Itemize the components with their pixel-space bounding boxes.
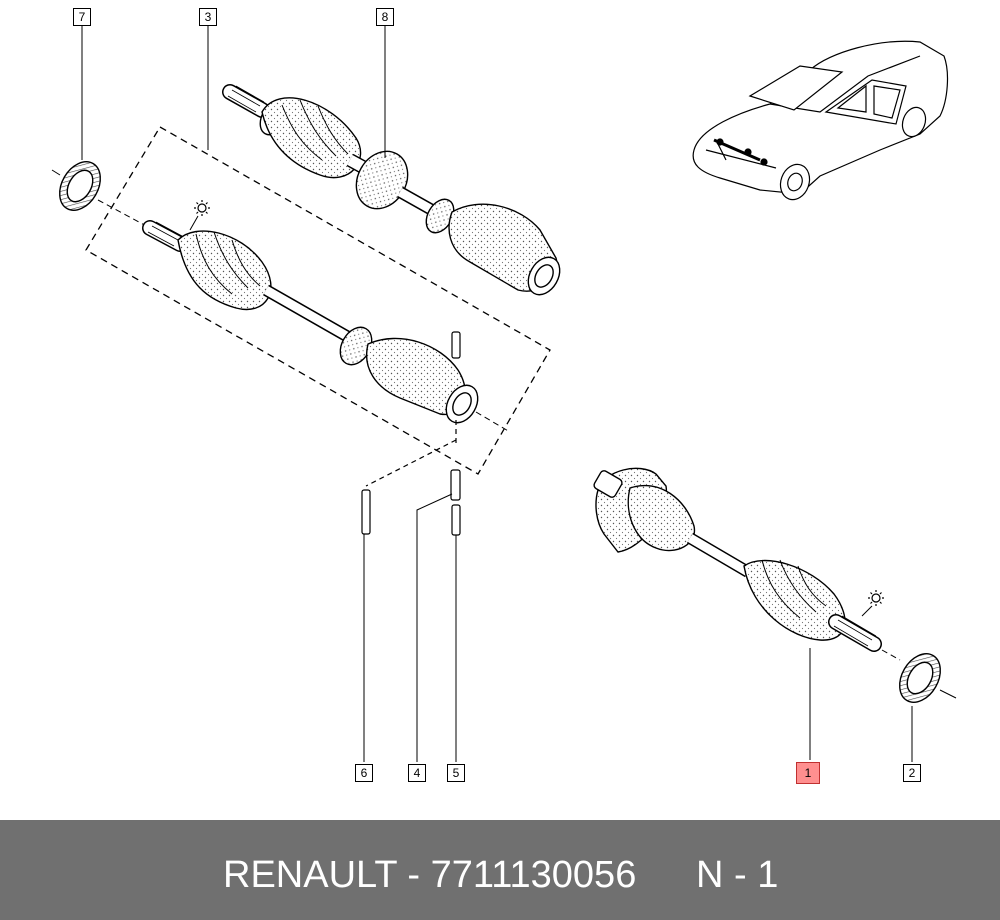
assembly-outline-3 bbox=[85, 126, 551, 475]
footer-brand-part-number: RENAULT - 7711130056 bbox=[223, 854, 637, 896]
callout-1-highlighted: 1 bbox=[796, 762, 820, 784]
callout-7: 7 bbox=[73, 8, 91, 26]
drive-shaft-right bbox=[593, 467, 901, 760]
callout-2: 2 bbox=[903, 764, 921, 782]
callout-4: 4 bbox=[408, 764, 426, 782]
leader-lines bbox=[81, 26, 913, 762]
footer-position-note: N - 1 bbox=[696, 854, 779, 896]
callout-8: 8 bbox=[376, 8, 394, 26]
drive-shaft-middle bbox=[142, 220, 511, 433]
drive-shaft-top bbox=[222, 84, 561, 296]
sun-marker-icon bbox=[861, 590, 884, 617]
roll-pins bbox=[361, 331, 461, 536]
callout-3: 3 bbox=[199, 8, 217, 26]
tone-ring-2 bbox=[899, 653, 957, 703]
callout-6: 6 bbox=[355, 764, 373, 782]
footer-bar: RENAULT - 7711130056 N - 1 bbox=[0, 820, 1000, 920]
sun-marker-icon bbox=[189, 200, 210, 231]
exploded-view-drawing bbox=[51, 26, 957, 762]
tone-ring-7 bbox=[51, 161, 151, 229]
callout-5: 5 bbox=[447, 764, 465, 782]
car-illustration bbox=[692, 40, 949, 201]
